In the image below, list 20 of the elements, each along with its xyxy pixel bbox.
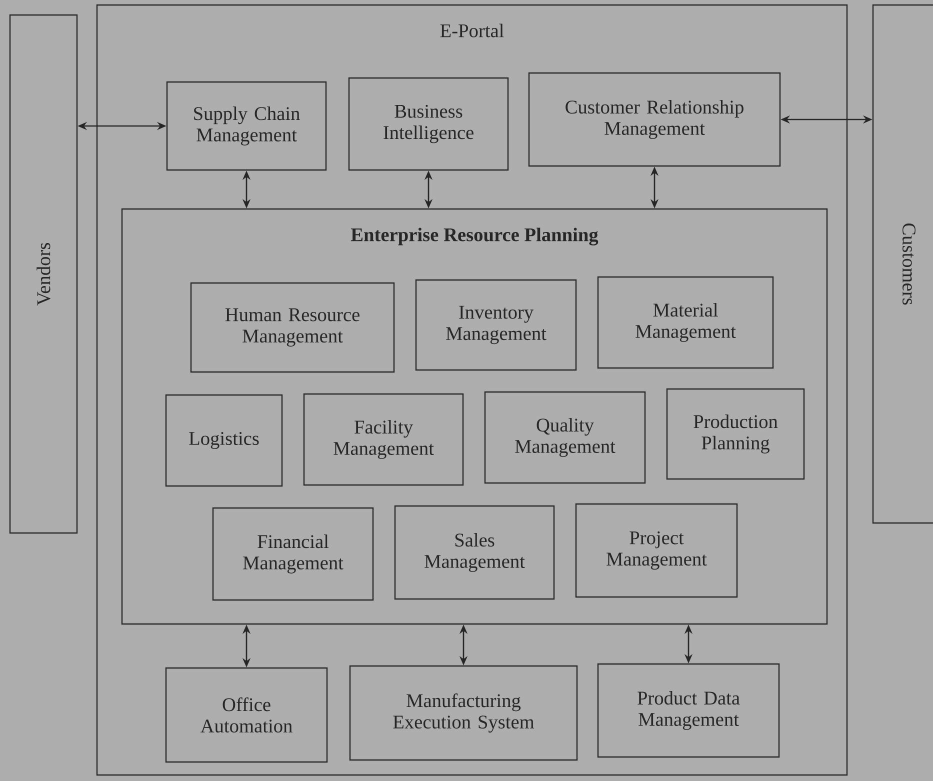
module-box: Inventory Management: [415, 279, 577, 371]
module-box: Manufacturing Execution System: [349, 665, 578, 761]
module-box: Production Planning: [666, 388, 805, 480]
module-box: Human Resource Management: [190, 282, 395, 373]
module-box: Office Automation: [165, 667, 328, 763]
module-box: Project Management: [575, 503, 738, 598]
module-box: Facility Management: [303, 393, 464, 486]
side-box: Vendors: [9, 14, 78, 534]
side-box: Customers: [872, 4, 933, 524]
module-box: Logistics: [165, 394, 283, 487]
frame-heading: Enterprise Resource Planning: [350, 228, 598, 246]
module-box: Financial Management: [212, 507, 374, 601]
module-box: Product Data Management: [597, 663, 780, 758]
module-box: Quality Management: [484, 391, 646, 484]
module-box: Sales Management: [394, 505, 555, 600]
module-box: Customer Relationship Management: [528, 72, 781, 167]
module-box: Material Management: [597, 276, 774, 369]
frame-heading: E-Portal: [440, 24, 504, 38]
module-box: Supply Chain Management: [166, 81, 327, 171]
module-box: Business Intelligence: [348, 77, 509, 171]
